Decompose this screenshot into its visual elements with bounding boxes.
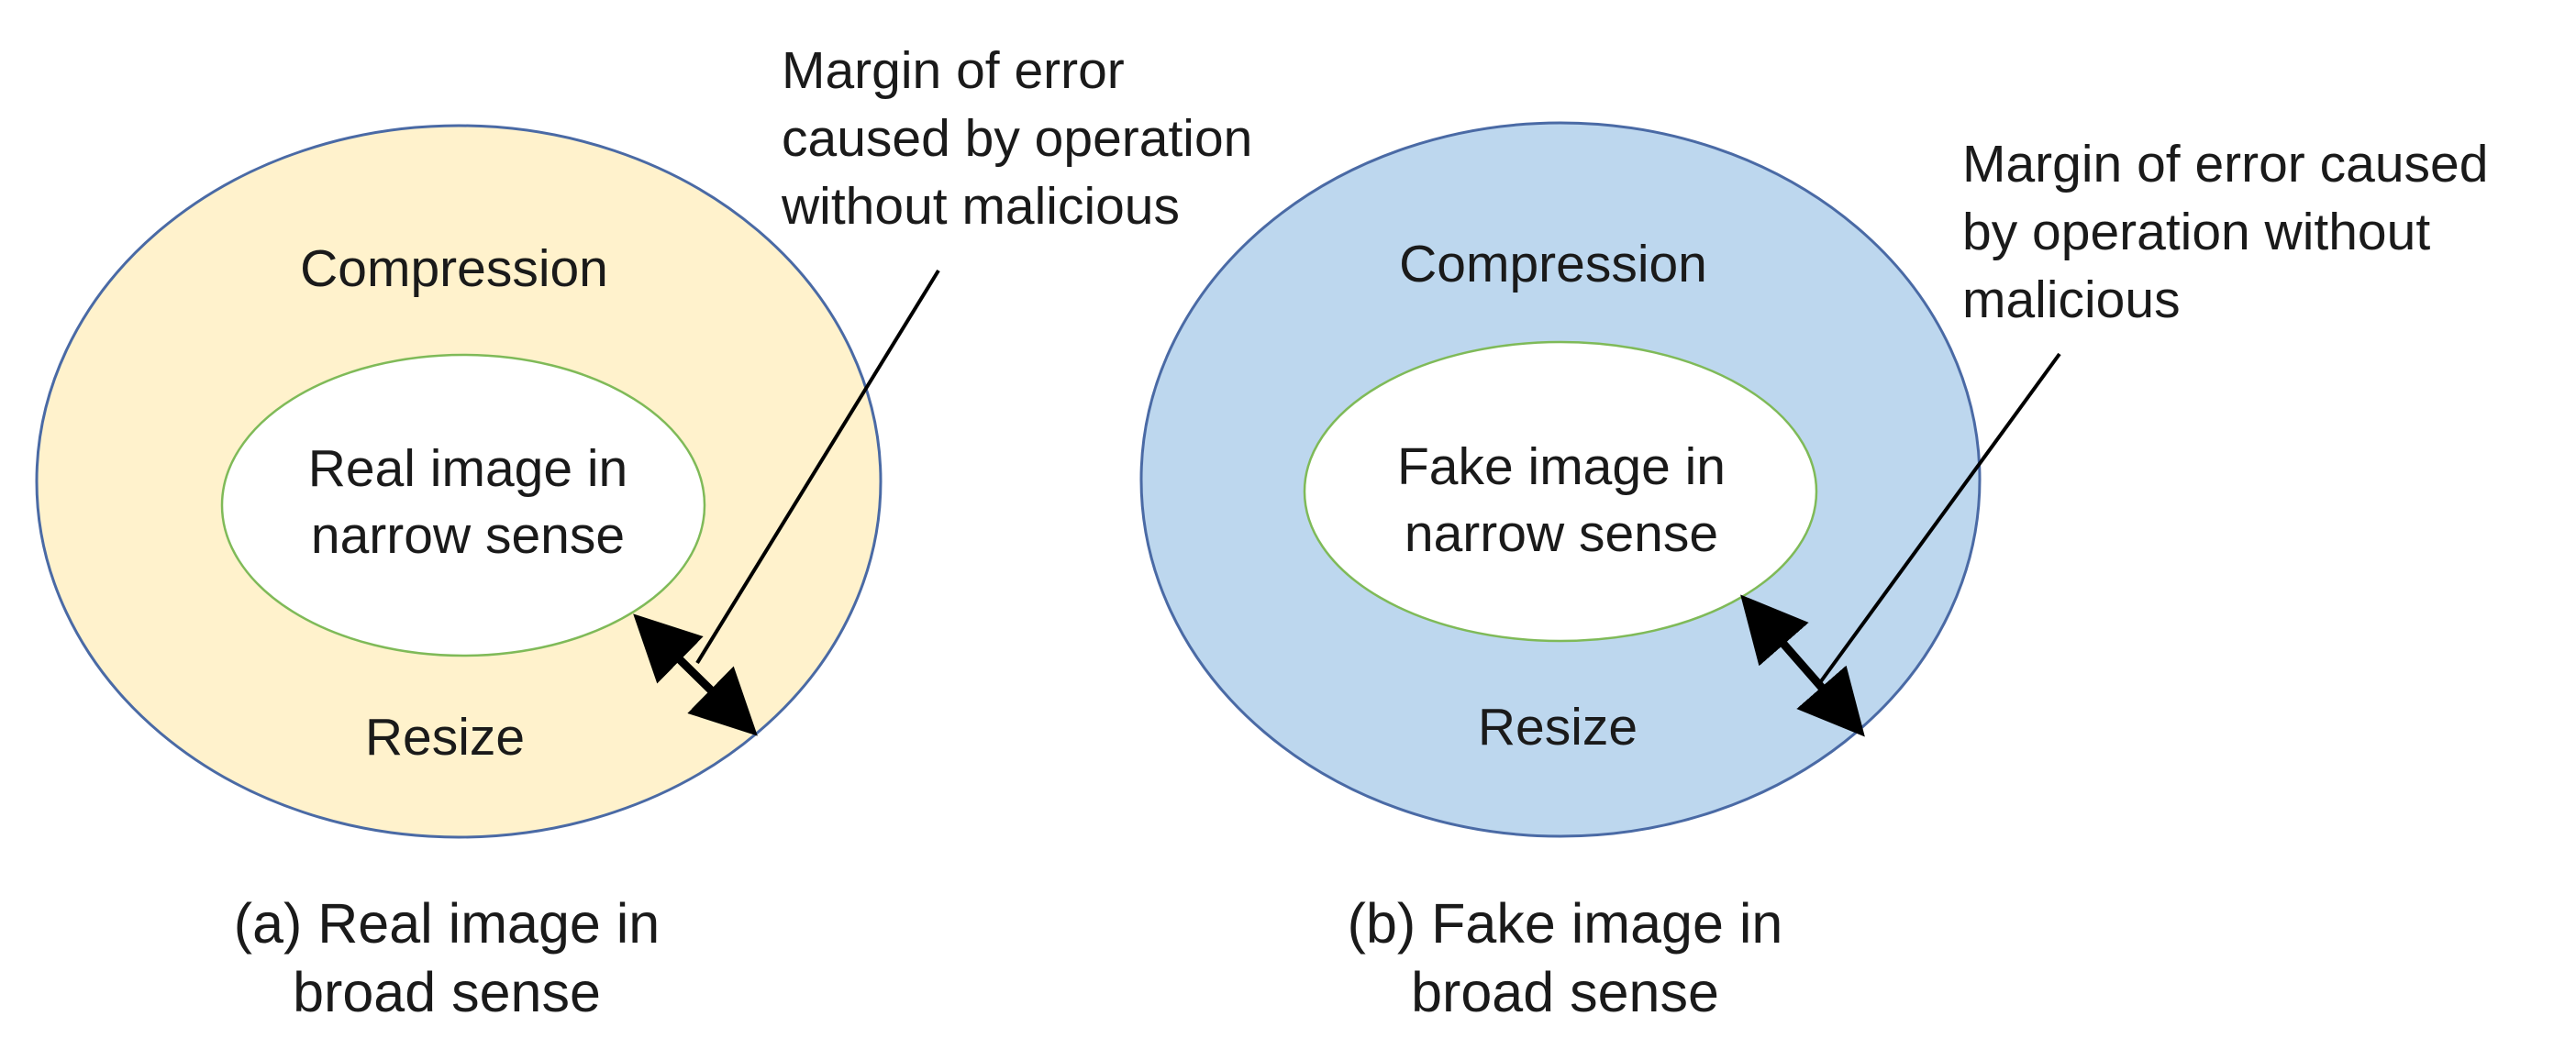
inner-label-real-line1: Real image in [308, 439, 628, 498]
inner-label-fake-line1: Fake image in [1397, 437, 1726, 496]
inner-label-fake-line2: narrow sense [1405, 504, 1718, 563]
caption-fake-line2: broad sense [1411, 961, 1719, 1023]
resize-label-real: Resize [365, 708, 525, 767]
annotation-fake-line1: Margin of error caused [1962, 135, 2488, 193]
annotation-fake-line2: by operation without [1962, 203, 2430, 261]
margin-arrow-real [633, 613, 758, 736]
annotation-fake-line3: malicious [1962, 271, 2181, 329]
margin-arrow-fake [1740, 594, 1865, 737]
inner-ellipse-fake [1303, 340, 1818, 643]
annotation-real-line2: caused by operation [782, 109, 1252, 168]
compression-label-real: Compression [300, 239, 608, 298]
compression-label-fake: Compression [1399, 235, 1707, 293]
diagram-fake-image: Compression Fake image in narrow sense R… [1139, 121, 2488, 1023]
diagram-real-image: Compression Real image in narrow sense R… [35, 41, 1252, 1023]
inner-ellipse-real [220, 353, 706, 657]
annotation-real-line3: without malicious [781, 177, 1180, 236]
caption-fake-line1: (b) Fake image in [1348, 892, 1783, 955]
caption-real-line2: broad sense [293, 961, 601, 1023]
callout-line-real [695, 269, 940, 665]
caption-real-line1: (a) Real image in [234, 892, 660, 955]
inner-label-real-line2: narrow sense [311, 506, 625, 565]
resize-label-fake: Resize [1478, 698, 1638, 756]
annotation-real-line1: Margin of error [782, 41, 1125, 100]
